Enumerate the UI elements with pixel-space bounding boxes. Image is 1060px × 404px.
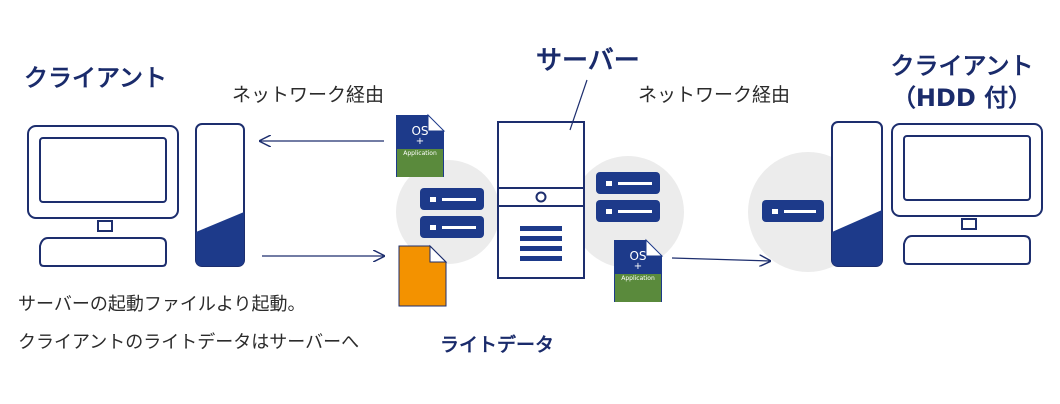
storage-drive-icon-3 [596,172,660,194]
storage-drive-icon-1 [420,188,484,210]
application-label-right: Application [621,275,655,282]
write-data-label: ライトデータ [440,334,555,356]
left-client-title: クライアント [24,64,168,92]
arrow-server-to-right-client [671,258,770,261]
server-title: サーバー [536,46,640,76]
os-label-right: OS [629,249,647,263]
storage-drive-icon-5 [762,200,824,222]
write-data-file-icon [398,244,448,307]
storage-drive-icon-4 [596,200,660,222]
application-label-left: Application [403,150,437,157]
right-tower-icon [831,121,883,267]
network-label-right: ネットワーク経由 [638,84,791,106]
note-line-1: サーバーの起動ファイルより起動。 [18,294,306,315]
right-client-title-line2: （HDD 付） [891,84,1033,112]
right-client-title-line1: クライアント [890,52,1034,80]
os-application-file-icon-right [614,238,664,302]
note-line-2: クライアントのライトデータはサーバーへ [18,332,360,353]
server-tower-icon [497,121,585,279]
left-monitor-icon [27,125,179,267]
network-label-left: ネットワーク経由 [232,84,385,106]
storage-drive-icon-2 [420,216,484,238]
right-client-title: クライアント （HDD 付） [872,50,1052,114]
plus-label-left: + [415,136,425,147]
server-label-leader-line [569,79,588,131]
plus-label-right: + [633,261,643,272]
left-tower-icon [195,123,245,267]
right-monitor-icon [891,123,1043,265]
os-label-left: OS [411,124,429,138]
os-application-file-icon-left [396,113,446,177]
